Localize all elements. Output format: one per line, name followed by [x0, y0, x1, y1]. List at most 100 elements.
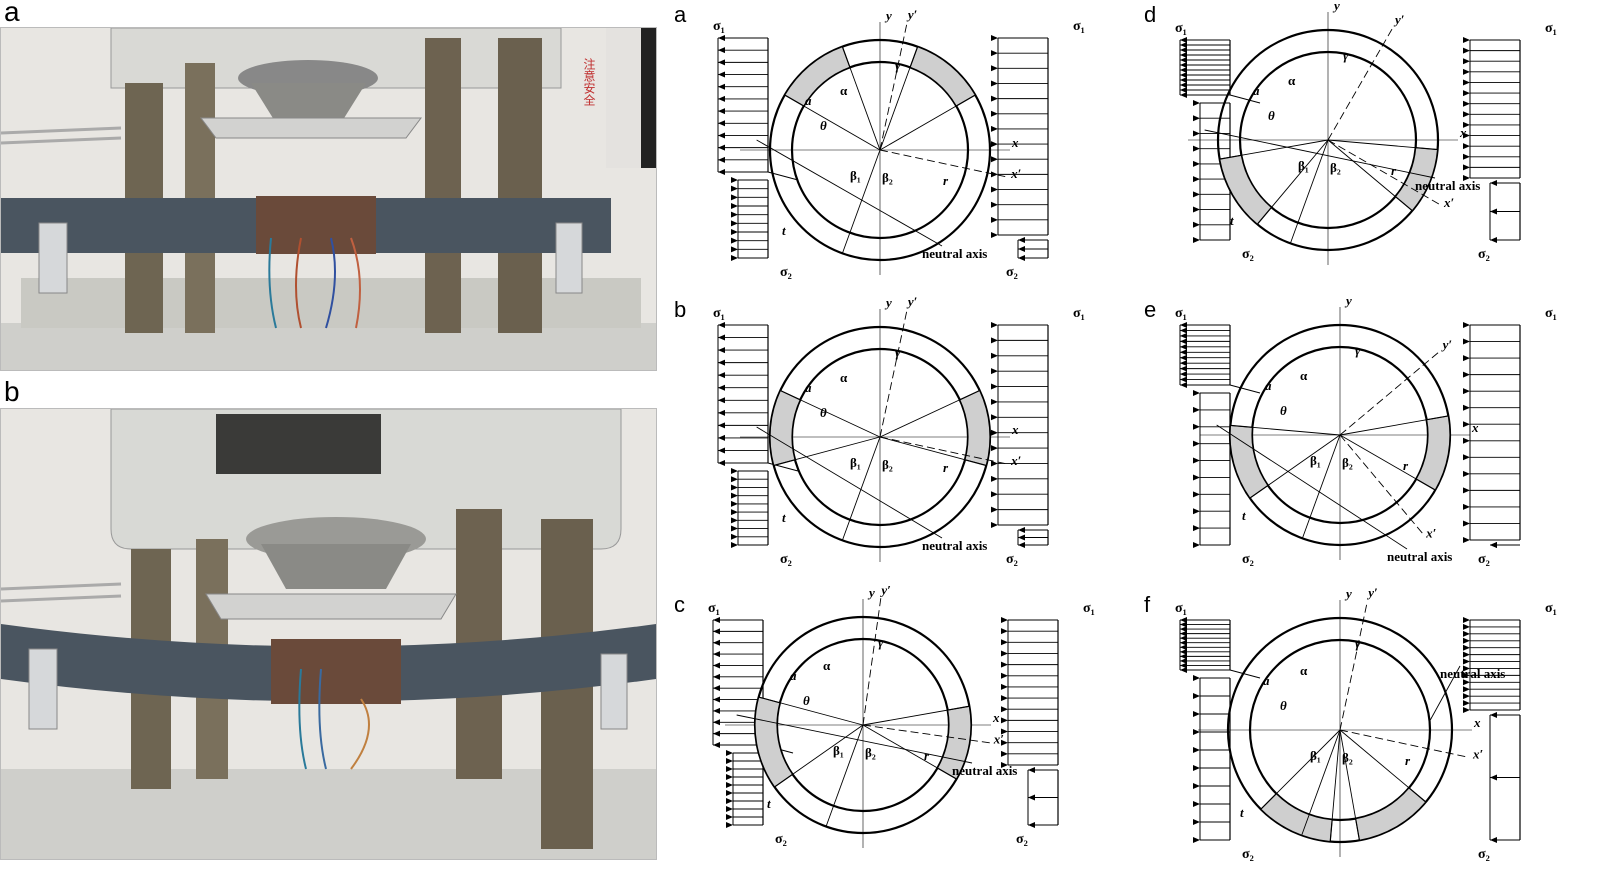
- diagram-f-ray: [1329, 729, 1341, 842]
- diagram-e-neutral-axis-line: [1216, 424, 1408, 550]
- diagram-e-theta-label: θ: [1280, 403, 1287, 418]
- diagram-f-left-sigma1-block-arrow-head: [1180, 617, 1187, 623]
- diagram-d-left-sigma2-block-arrow-head: [1193, 176, 1200, 183]
- diagram-f-x-label: x: [1473, 715, 1481, 730]
- diagram-d-left-sigma2-block-arrow-head: [1193, 160, 1200, 167]
- diagram-d-left-sigma2-block-arrow-head: [1193, 191, 1200, 198]
- diagram-a-right-sigma2-label: σ₂: [1006, 265, 1018, 280]
- diagram-f-right-sigma1-block-arrow-head: [1463, 693, 1470, 700]
- diagram-f-right-sigma1-block-arrow-head: [1463, 679, 1470, 686]
- diagram-b-x-label: x: [1011, 422, 1019, 437]
- diagram-e-right-sigma1-block-arrow-head: [1463, 388, 1470, 395]
- diagram-f-left-sigma1-block-arrow-head: [1180, 662, 1187, 669]
- diagram-b-right-sigma1-block-arrow-head: [991, 460, 998, 467]
- diagram-d-right-sigma1-block-arrow-head: [1463, 100, 1470, 107]
- diagram-b-t-label: t: [782, 510, 786, 525]
- diagram-b-right-sigma1-block-arrow-head: [991, 398, 998, 405]
- diagram-a-left-sigma1-block-arrow-head: [718, 47, 725, 54]
- diagram-e-right-sigma1-block-arrow-head: [1463, 503, 1470, 510]
- diagram-a-right-sigma1-block-arrow-head: [991, 201, 998, 208]
- diagram-e-left-sigma2-block-arrow-head: [1193, 457, 1200, 464]
- diagram-a-left-sigma1-block-arrow-head: [718, 71, 725, 78]
- diagram-a-right-sigma1-block-arrow-head: [991, 171, 998, 178]
- diagram-a-left-sigma1-block-arrow-head: [718, 59, 725, 66]
- diagram-f-left-sigma1-block-arrow-head: [1180, 657, 1187, 664]
- diagram-e-t-label: t: [1242, 508, 1246, 523]
- diagram-c-left-sigma2-block-arrow-head: [726, 806, 733, 812]
- diagram-a-t-label: t: [782, 223, 786, 238]
- diagram-d-ray: [1289, 139, 1329, 244]
- diagram-d-a-label: a: [1253, 83, 1260, 98]
- diagram-e-strain-gauge-patch: [1229, 424, 1269, 499]
- diagram-e-left-sigma2-block-arrow-head: [1193, 491, 1200, 498]
- diagram-a-left-sigma2-block-arrow-head: [731, 220, 738, 227]
- diagram-d-left-sigma1-label: σ₁: [1175, 21, 1187, 36]
- diagram-a-ray: [879, 94, 976, 151]
- diagram-b-ray: [879, 436, 987, 466]
- diagram-f-left-sigma2-block-arrow-head: [1193, 711, 1200, 717]
- diagram-c-letter: c: [674, 592, 685, 617]
- diagram-d-left-sigma1-block-arrow-head: [1180, 92, 1187, 98]
- diagram-d-left-sigma2-block-arrow-head: [1193, 145, 1200, 152]
- diagram-a-right-sigma1-block-arrow-head: [991, 156, 998, 163]
- diagram-b-left-sigma1-block-arrow-head: [718, 460, 725, 466]
- diagram-d-neutral-axis-line: [1204, 129, 1436, 179]
- diagram-c-alpha-label: α: [823, 658, 831, 673]
- diagram-d-left-step: [1229, 94, 1261, 104]
- diagram-f-left-sigma1-block-arrow-head: [1180, 635, 1187, 642]
- diagram-f-x-prime-axis: [1339, 729, 1470, 758]
- diagram-c-right-sigma1-block-arrow-head: [1001, 762, 1008, 768]
- diagram-e-ray: [1230, 424, 1341, 436]
- diagram-d-beta1-label: β₁: [1298, 158, 1309, 173]
- diagram-e-neutral-axis-label: neutral axis: [1387, 549, 1452, 564]
- diagram-f-left-sigma1-block-arrow-head: [1180, 639, 1187, 646]
- diagram-f-y-prime-axis: [1339, 600, 1368, 731]
- diagram-e-right-sigma1-block-arrow-head: [1463, 487, 1470, 494]
- diagram-a-y-prime-axis: [879, 22, 908, 151]
- diagram-e-right-sigma1-block-arrow-head: [1463, 322, 1470, 328]
- diagram-b-letter: b: [674, 297, 686, 322]
- diagram-d-gamma-label: γ: [1343, 48, 1349, 63]
- diagram-a-x-label: x: [1011, 135, 1019, 150]
- diagram-d-left-sigma2-block-arrow-head: [1193, 237, 1200, 243]
- diagram-a-right-sigma1-block-arrow-head: [991, 35, 998, 41]
- diagram-c-left-sigma2-block-arrow-head: [726, 782, 733, 788]
- diagram-e-left-step: [1229, 384, 1261, 394]
- diagram-c-neutral-axis-line: [736, 714, 973, 764]
- diagram-a-ray: [784, 94, 881, 151]
- diagram-f-gamma-label: γ: [1355, 636, 1361, 651]
- diagram-e-letter: e: [1144, 297, 1156, 322]
- diagram-b-neutral-axis-label: neutral axis: [922, 538, 987, 553]
- diagram-e-left-sigma2-label: σ₂: [1242, 552, 1254, 567]
- diagram-a-r-label: r: [943, 173, 949, 188]
- diagram-b-right-sigma1-block-arrow-head: [991, 522, 998, 528]
- diagram-f-right-sigma1-block-arrow-head: [1463, 658, 1470, 665]
- diagram-a-x-prime-label: x′: [1010, 166, 1022, 181]
- diagram-d-neutral-axis-label: neutral axis: [1415, 178, 1480, 193]
- diagram-b-beta1-label: β₁: [850, 455, 861, 470]
- diagram-c-beta2-label: β₂: [865, 745, 876, 760]
- diagram-b-right-sigma1-label: σ₁: [1073, 306, 1085, 321]
- diagram-f-left-sigma2-block-arrow-head: [1193, 837, 1200, 843]
- diagram-a-strain-gauge-patch: [909, 45, 977, 107]
- diagram-b-ray: [841, 436, 881, 541]
- diagram-b-right-sigma1-block-arrow-head: [991, 337, 998, 344]
- diagram-c-left-sigma1-block-arrow-head: [713, 651, 720, 658]
- diagram-b-strain-gauge-patch: [958, 389, 991, 467]
- diagram-e-right-sigma1-block-arrow-head: [1463, 421, 1470, 428]
- diagram-e-left-sigma2-block-arrow-head: [1193, 525, 1200, 532]
- diagram-a-right-sigma1-block-arrow-head: [991, 95, 998, 102]
- diagram-e-a-label: a: [1265, 378, 1272, 393]
- diagram-c-ray: [774, 724, 864, 788]
- diagram-a-left-sigma1-block-arrow-head: [718, 35, 725, 41]
- diagram-e-left-sigma1-block-arrow-head: [1180, 338, 1187, 345]
- diagram-a-y-prime-label: y′: [906, 7, 918, 22]
- diagram-b-y-prime-axis: [879, 309, 908, 438]
- diagram-d-right-sigma1-label: σ₁: [1545, 21, 1557, 36]
- diagram-d-right-sigma1-block-arrow-head: [1463, 132, 1470, 139]
- diagram-d-left-sigma1-block-arrow-head: [1180, 57, 1187, 63]
